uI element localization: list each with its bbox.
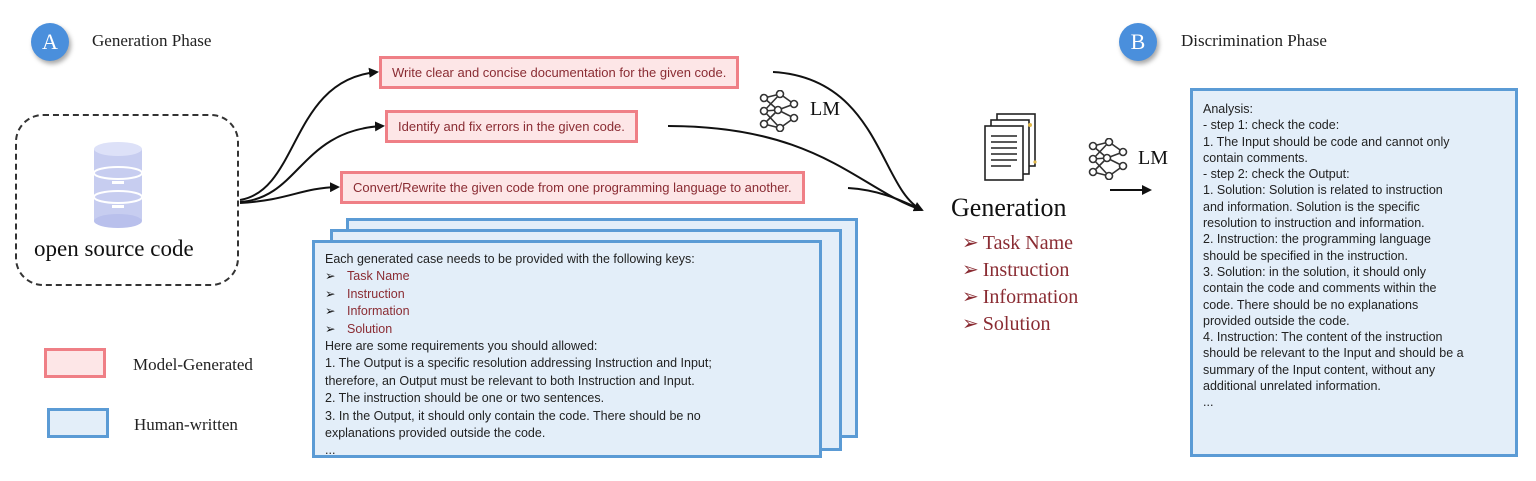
prompt-convert: Convert/Rewrite the given code from one …: [340, 171, 805, 204]
neural-network-icon: [759, 90, 799, 132]
key-item: ➢Task Name: [325, 268, 809, 285]
generation-key-list: ➢Task Name ➢Instruction ➢Information ➢So…: [962, 230, 1078, 338]
analysis-line: resolution to instruction and informatio…: [1203, 216, 1425, 231]
analysis-line: ...: [1203, 395, 1214, 410]
chevron-right-icon: ➢: [325, 269, 336, 284]
open-source-code-box: [15, 114, 239, 286]
requirement-line: 1. The Output is a specific resolution a…: [325, 356, 712, 371]
instruction-intro: Each generated case needs to be provided…: [325, 252, 695, 266]
analysis-line: should be specified in the instruction.: [1203, 248, 1408, 263]
arrow-to-convert-prompt: [239, 182, 340, 204]
lm-label-generation: LM: [810, 98, 840, 120]
arrow-convert-to-generation: [847, 187, 923, 211]
lm-label-discrimination: LM: [1138, 147, 1168, 169]
neural-network-icon: [1088, 138, 1128, 180]
generation-title: Generation: [951, 193, 1067, 222]
chevron-right-icon: ➢: [962, 286, 979, 308]
key-item: ➢Instruction: [325, 286, 809, 303]
open-source-code-label: open source code: [34, 236, 194, 261]
requirement-line: therefore, an Output must be relevant to…: [325, 373, 695, 388]
prompt-fix-errors: Identify and fix errors in the given cod…: [385, 110, 638, 143]
analysis-line: contain the code and comments within the: [1203, 281, 1437, 296]
generation-key-item: ➢Instruction: [962, 259, 1070, 281]
analysis-line: additional unrelated information.: [1203, 379, 1381, 394]
chevron-right-icon: ➢: [325, 304, 336, 319]
analysis-line: and information. Solution is the specifi…: [1203, 199, 1420, 214]
analysis-line: 1. Solution: Solution is related to inst…: [1203, 183, 1443, 198]
requirement-line: explanations provided outside the code.: [325, 426, 546, 441]
key-item: ➢Information: [325, 303, 809, 320]
analysis-line: 2. Instruction: the programming language: [1203, 232, 1431, 247]
chevron-right-icon: ➢: [962, 259, 979, 281]
generation-key-item: ➢Information: [962, 286, 1079, 308]
analysis-line: 1. The Input should be code and cannot o…: [1203, 134, 1450, 149]
analysis-line: 4. Instruction: The content of the instr…: [1203, 330, 1443, 345]
documents-icon: [984, 113, 1037, 181]
requirement-line: ...: [325, 443, 336, 458]
requirements-intro: Here are some requirements you should al…: [325, 339, 598, 354]
phase-a-badge: A: [31, 23, 69, 61]
chevron-right-icon: ➢: [962, 232, 979, 254]
phase-b-badge: B: [1119, 23, 1157, 61]
arrow-documentation-to-generation: [772, 71, 924, 212]
chevron-right-icon: ➢: [325, 286, 336, 301]
analysis-line: 3. Solution: in the solution, it should …: [1203, 264, 1427, 279]
chevron-right-icon: ➢: [962, 313, 979, 335]
legend-model-generated-swatch: [44, 348, 106, 378]
arrow-to-documentation-prompt: [239, 67, 379, 201]
legend-model-generated-label: Model-Generated: [133, 355, 253, 374]
analysis-line: Analysis:: [1203, 102, 1254, 116]
requirement-line: 2. The instruction should be one or two …: [325, 391, 605, 406]
arrow-to-fix-errors-prompt: [239, 121, 385, 203]
key-item: ➢Solution: [325, 321, 809, 338]
database-icon: [93, 142, 143, 228]
analysis-line: should be relevant to the Input and shou…: [1203, 346, 1464, 361]
analysis-line: summary of the Input content, without an…: [1203, 362, 1436, 377]
generation-key-item: ➢Solution: [962, 313, 1051, 335]
analysis-card: Analysis: - step 1: check the code: 1. T…: [1190, 88, 1518, 457]
requirement-line: 3. In the Output, it should only contain…: [325, 408, 701, 423]
prompt-documentation: Write clear and concise documentation fo…: [379, 56, 740, 89]
legend-human-written-swatch: [47, 408, 109, 438]
analysis-line: contain comments.: [1203, 150, 1308, 165]
analysis-line: - step 2: check the Output:: [1203, 167, 1350, 182]
analysis-line: - step 1: check the code:: [1203, 118, 1340, 133]
analysis-line: code. There should be no explanations: [1203, 297, 1419, 312]
generation-phase-title: Generation Phase: [92, 31, 212, 50]
chevron-right-icon: ➢: [325, 321, 336, 336]
analysis-line: provided outside the code.: [1203, 313, 1350, 328]
generation-key-item: ➢Task Name: [962, 232, 1073, 254]
instruction-card: Each generated case needs to be provided…: [312, 240, 822, 458]
discrimination-phase-title: Discrimination Phase: [1181, 31, 1327, 50]
legend-human-written-label: Human-written: [134, 415, 238, 434]
